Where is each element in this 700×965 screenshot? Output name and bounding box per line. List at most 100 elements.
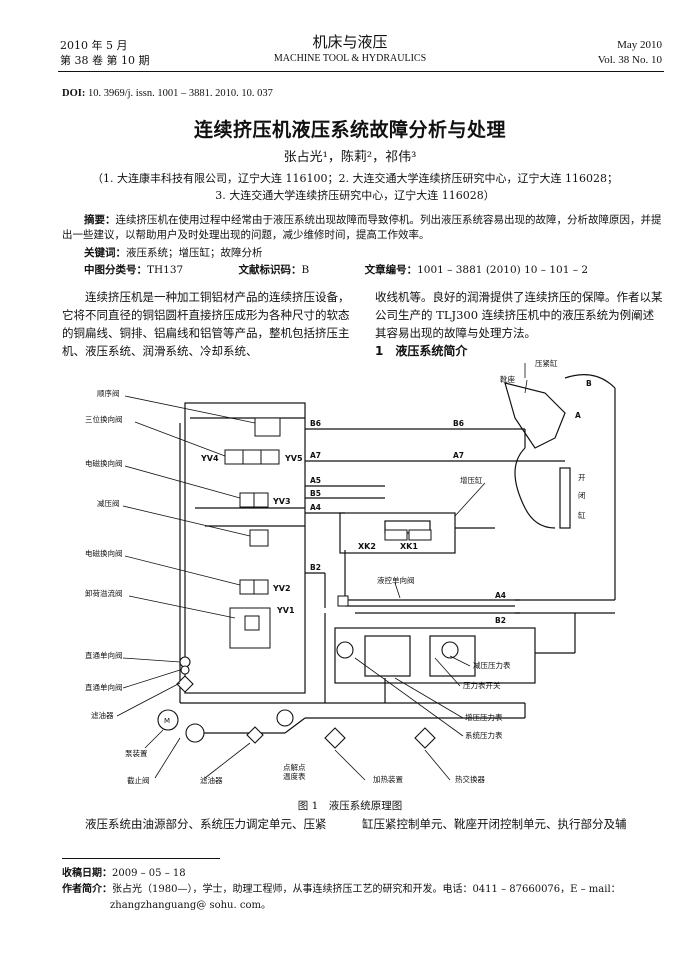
journal-name-cn: 机床与液压: [312, 33, 388, 51]
code-yv5: YV5: [284, 454, 303, 463]
article-no-label: 文章编号：: [364, 264, 418, 276]
body-text-bottom-right: 缸压紧控制单元、靴座开闭控制单元、执行部分及辅: [362, 817, 627, 831]
port-a7-left: A7: [310, 451, 321, 460]
label-boost-pressure-gauge: 增压压力表: [465, 712, 503, 722]
label-filter: 滤油器: [200, 775, 223, 785]
journal-name: 机床与液压 MACHINE TOOL & HYDRAULICS: [260, 33, 440, 65]
header-date-volume-en: May 2010 Vol. 38 No. 10: [598, 38, 662, 68]
port-a5: A5: [310, 476, 321, 485]
label-stop-valve: 截止阀: [127, 775, 150, 785]
port-a7-right: A7: [453, 451, 464, 460]
label-cylinder: 缸: [578, 510, 586, 520]
port-a: A: [575, 411, 581, 420]
port-b5: B5: [310, 489, 321, 498]
port-labels: B6 A7 A5 B5 A4 B2 B6 A7 A4 B2 A B: [310, 379, 592, 625]
abstract-text: 连续挤压机在使用过程中经常由于液压系统出现故障而导致停机。列出液压系统容易出现的…: [62, 214, 662, 241]
label-pilot-check-valve: 液控单向阀: [377, 575, 415, 585]
xk1-sensor: [408, 529, 432, 541]
label-solenoid-valve-1: 电磁换向阀: [85, 458, 123, 468]
keywords-text: 液压系统；增压缸；故障分析: [126, 247, 263, 259]
port-b6-left: B6: [310, 419, 321, 428]
received-label: 收稿日期：: [62, 868, 112, 879]
article-no-value: 1001 – 3881 (2010) 10 – 101 – 2: [417, 264, 589, 276]
label-gauge-switch: 压力表开关: [463, 680, 501, 690]
header-date-en: May 2010: [617, 39, 662, 51]
temperature-gauge-symbol: [276, 709, 294, 727]
footnote: 收稿日期：2009 – 05 – 18 作者简介：张占光（1980—），学士，助…: [62, 866, 662, 914]
paper-title: 连续挤压机液压系统故障分析与处理: [193, 119, 506, 141]
hydraulic-schematic: 顺序阀 三位换向阀 电磁换向阀 减压阀 电磁换向阀 卸荷溢流阀 直通单向阀 直通…: [55, 358, 655, 798]
solenoid-valve-1-b: [253, 492, 269, 508]
label-reducing-pressure-gauge: 减压压力表: [473, 660, 511, 670]
label-motor: M: [164, 717, 170, 725]
body-text-bottom: 液压系统由油源部分、系统压力调定单元、压紧 缸压紧控制单元、靴座开闭控制单元、执行…: [62, 816, 662, 832]
author-bio-label: 作者简介：: [62, 884, 112, 895]
pilot-check-valve-symbol: [337, 595, 349, 607]
doi-label: DOI:: [62, 88, 86, 99]
code-yv4: YV4: [200, 454, 219, 463]
header-date-volume-cn: 2010 年 5 月 第 38 卷 第 10 期: [60, 38, 149, 68]
boost-pressure-gauge-symbol: [441, 641, 459, 659]
sequence-valve-symbol: [254, 417, 281, 437]
port-b6-right: B6: [453, 419, 464, 428]
code-yv1: YV1: [276, 606, 295, 615]
figure-caption: 图 1 液压系统原理图: [297, 800, 403, 812]
doc-code-label: 文献标识码：: [238, 264, 302, 276]
journal-name-en: MACHINE TOOL & HYDRAULICS: [273, 53, 427, 64]
three-position-valve-mid: [242, 449, 262, 465]
footnote-rule: [62, 858, 220, 859]
heater-symbol: [324, 727, 346, 749]
port-a4-right: A4: [495, 591, 506, 600]
label-open: 开: [578, 473, 586, 482]
label-heat-exchanger: 热交换器: [455, 774, 485, 784]
label-thermometer-2: 温度表: [283, 771, 306, 781]
pump-symbol: [185, 723, 205, 743]
abstract: 摘要：连续挤压机在使用过程中经常由于液压系统出现故障而导致停机。列出液压系统容易…: [62, 213, 664, 243]
received-date: 收稿日期：2009 – 05 – 18: [62, 866, 662, 882]
reducing-valve-symbol: [249, 529, 269, 547]
motor-symbol: [157, 709, 179, 731]
code-xk1: XK1: [400, 542, 418, 551]
author-email[interactable]: zhangzhanguang@ sohu. com。: [110, 900, 271, 911]
label-oil-filter: 滤油器: [91, 710, 114, 720]
doi-line: DOI: 10. 3969/j. issn. 1001 – 3881. 2010…: [62, 88, 273, 99]
heat-exchanger-symbol: [414, 727, 436, 749]
body-text-right: 收线机等。良好的润滑提供了连续挤压的保障。作者以某公司生产的 TLJ300 连续…: [375, 290, 663, 340]
left-labels: 顺序阀 三位换向阀 电磁换向阀 减压阀 电磁换向阀 卸荷溢流阀 直通单向阀 直通…: [85, 388, 223, 785]
solenoid-valve-1-a: [239, 492, 255, 508]
paper-authors: 张占光¹，陈莉²，祁伟³: [283, 150, 417, 165]
leader-lines: [116, 363, 528, 781]
label-shoe-seat: 靴座: [500, 374, 515, 384]
schematic-components: [157, 641, 459, 749]
header-date-cn: 2010 年 5 月: [60, 39, 128, 52]
body-text-bottom-left: 液压系统由油源部分、系统压力调定单元、压紧: [85, 817, 327, 831]
label-check-valve-1: 直通单向阀: [85, 650, 123, 660]
port-b2-left: B2: [310, 563, 321, 572]
author-affiliations: （1. 大连康丰科技有限公司，辽宁大连 116100；2. 大连交通大学连续挤压…: [40, 170, 670, 204]
label-pump-unit: 泵装置: [125, 748, 148, 758]
valve-codes: YV4 YV5 YV3 YV2 YV1 XK2 XK1: [200, 454, 418, 615]
three-position-valve-right: [260, 449, 280, 465]
port-b: B: [586, 379, 592, 388]
schematic-svg: 顺序阀 三位换向阀 电磁换向阀 减压阀 电磁换向阀 卸荷溢流阀 直通单向阀 直通…: [85, 358, 616, 785]
classification-line: 中图分类号：TH137 文献标识码：B 文章编号：1001 – 3881 (20…: [84, 262, 644, 277]
label-close: 闭: [578, 491, 586, 500]
reducing-pressure-gauge-symbol: [336, 641, 354, 659]
relief-valve-symbol: [244, 615, 260, 631]
affiliation-line-2: 3. 大连交通大学连续挤压研究中心，辽宁大连 116028）: [215, 189, 495, 202]
code-xk2: XK2: [358, 542, 376, 551]
valve-symbols: [224, 417, 432, 649]
header-rule: [58, 71, 664, 72]
label-heater: 加热装置: [373, 774, 403, 784]
xk2-sensor: [384, 529, 408, 541]
port-b2-right: B2: [495, 616, 506, 625]
doi-value[interactable]: 10. 3969/j. issn. 1001 – 3881. 2010. 10.…: [87, 88, 273, 99]
solenoid-valve-2-a: [239, 579, 255, 595]
label-sequence-valve: 顺序阀: [97, 388, 120, 398]
header-volume-en: Vol. 38 No. 10: [597, 54, 662, 66]
keywords: 关键词：液压系统；增压缸；故障分析: [84, 245, 263, 260]
clc-label: 中图分类号：: [84, 264, 147, 276]
label-press-cylinder: 压紧缸: [535, 358, 558, 368]
keywords-label: 关键词：: [84, 247, 126, 259]
received-value: 2009 – 05 – 18: [112, 868, 186, 879]
